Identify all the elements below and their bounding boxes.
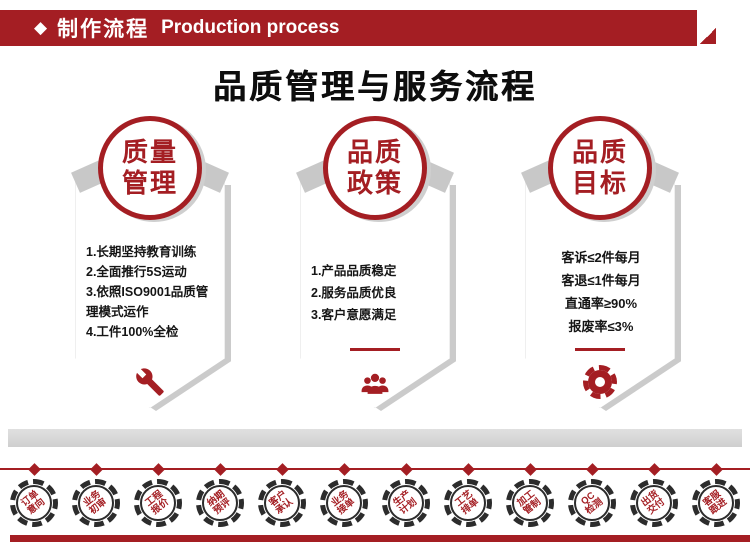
gear-icon: 客户 承认 [258, 479, 306, 527]
gear-icon: 出货 交付 [630, 479, 678, 527]
header-corner-fold [700, 28, 716, 44]
diamond-marker [337, 463, 351, 476]
list-item: 客诉≤2件每月 [561, 250, 641, 265]
wrench-icon [75, 362, 225, 402]
gear-icon: 客服 跟进 [692, 479, 740, 527]
gear-icon: 业务 初审 [72, 479, 120, 527]
process-step: 业务 接单 [316, 463, 372, 527]
diamond-marker [461, 463, 475, 476]
gear-icon: QC 检测 [568, 479, 616, 527]
process-step: 工艺 排单 [440, 463, 496, 527]
bottom-red-strip [10, 535, 750, 542]
people-icon [300, 362, 450, 402]
process-chain-line [0, 468, 750, 470]
process-step: 订单 意向 [6, 463, 62, 527]
process-step: 出货 交付 [626, 463, 682, 527]
diamond-marker [523, 463, 537, 476]
process-step: 业务 初审 [68, 463, 124, 527]
diamond-marker [709, 463, 723, 476]
diamond-marker [647, 463, 661, 476]
list-item: 1.产品品质稳定 [311, 264, 397, 278]
list-item: 3.客户意愿满足 [311, 308, 397, 322]
circle-line: 目标 [571, 168, 628, 198]
red-divider [350, 348, 400, 351]
diamond-marker [585, 463, 599, 476]
gear-icon: 工艺 排单 [444, 479, 492, 527]
banner-quality-target: 品质 目标 客诉≤2件每月 客退≤1件每月 直通率≥90% 报废率≤3% [521, 116, 681, 426]
gear-icon: 订单 意向 [10, 479, 58, 527]
process-step: 客服 跟进 [688, 463, 744, 527]
process-step: 生产 计划 [378, 463, 434, 527]
diamond-marker [27, 463, 41, 476]
process-steps-row: 订单 意向 业务 初审 工程 报价 纳期 预评 [6, 463, 744, 527]
list-item: 2.全面推行5S运动 [86, 265, 187, 279]
header-bar: ◆ 制作流程 Production process [0, 10, 697, 46]
circle-line: 管理 [121, 168, 178, 198]
gear-icon: 加工 管制 [506, 479, 554, 527]
diamond-marker [275, 463, 289, 476]
banner-circle-title: 品质 政策 [323, 116, 427, 220]
gray-separator-bar [8, 429, 742, 447]
diamond-marker [213, 463, 227, 476]
gear-icon: 工程 报价 [134, 479, 182, 527]
red-divider [575, 348, 625, 351]
list-item: 1.长期坚持教育训练 [86, 245, 197, 259]
diamond-marker [89, 463, 103, 476]
circle-line: 政策 [346, 168, 403, 198]
process-step: 客户 承认 [254, 463, 310, 527]
diamond-marker [399, 463, 413, 476]
circle-line: 质量 [121, 137, 178, 167]
process-step: 工程 报价 [130, 463, 186, 527]
list-item: 2.服务品质优良 [311, 286, 397, 300]
circle-line: 品质 [346, 137, 403, 167]
page-title: 品质管理与服务流程 [213, 68, 537, 105]
diamond-icon: ◆ [34, 18, 48, 37]
banner-circle-title: 质量 管理 [98, 116, 202, 220]
list-item: 报废率≤3% [568, 319, 634, 334]
diamond-marker [151, 463, 165, 476]
list-item: 客退≤1件每月 [561, 273, 641, 288]
banner-list: 1.产品品质稳定 2.服务品质优良 3.客户意愿满足 [311, 260, 441, 326]
process-step: 纳期 预评 [192, 463, 248, 527]
header-title-zh: 制作流程 [57, 18, 150, 41]
gear-icon: 业务 接单 [320, 479, 368, 527]
process-step: 加工 管制 [502, 463, 558, 527]
process-step: QC 检测 [564, 463, 620, 527]
header-title-en: Production process [161, 17, 340, 38]
list-item: 直通率≥90% [564, 296, 638, 311]
circle-line: 品质 [571, 137, 628, 167]
list-item: 4.工件100%全检 [86, 325, 179, 339]
banner-quality-policy: 品质 政策 1.产品品质稳定 2.服务品质优良 3.客户意愿满足 [296, 116, 456, 426]
gear-icon: 纳期 预评 [196, 479, 244, 527]
banner-list: 客诉≤2件每月 客退≤1件每月 直通率≥90% 报废率≤3% [536, 246, 666, 338]
gear-icon [525, 362, 675, 402]
banner-list: 1.长期坚持教育训练 2.全面推行5S运动 3.依照ISO9001品质管理模式运… [86, 242, 216, 342]
banner-circle-title: 品质 目标 [548, 116, 652, 220]
gear-icon: 生产 计划 [382, 479, 430, 527]
list-item: 3.依照ISO9001品质管理模式运作 [86, 285, 209, 319]
banner-quality-management: 质量 管理 1.长期坚持教育训练 2.全面推行5S运动 3.依照ISO9001品… [71, 116, 231, 426]
